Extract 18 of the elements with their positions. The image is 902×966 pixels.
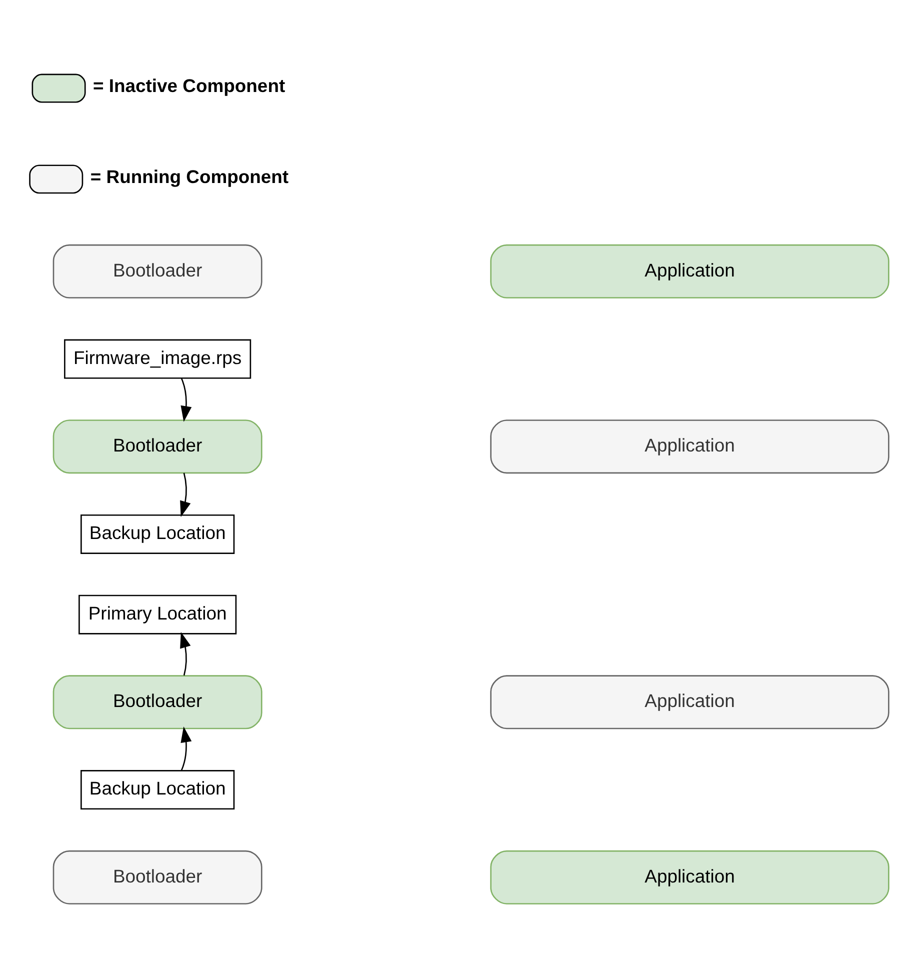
- node-box: Application: [490, 674, 890, 729]
- node-box: Primary Location: [78, 594, 237, 634]
- node-box: Bootloader: [52, 244, 262, 298]
- arrow: [180, 378, 192, 422]
- legend-label: = Inactive Component: [93, 74, 286, 96]
- node-box: Application: [490, 244, 890, 298]
- node-box: Application: [490, 850, 890, 904]
- node-box: Application: [490, 419, 890, 474]
- node-box: Bootloader: [52, 674, 262, 729]
- legend-label: = Running Component: [90, 165, 289, 186]
- node-box: Backup Location: [80, 770, 235, 810]
- node-box: Firmware_image.rps: [64, 338, 252, 378]
- node-box: Bootloader: [52, 850, 262, 904]
- arrow: [180, 726, 192, 770]
- node-box: Backup Location: [80, 514, 235, 554]
- arrow: [180, 472, 191, 516]
- arrow: [180, 632, 191, 676]
- node-box: Bootloader: [52, 419, 262, 474]
